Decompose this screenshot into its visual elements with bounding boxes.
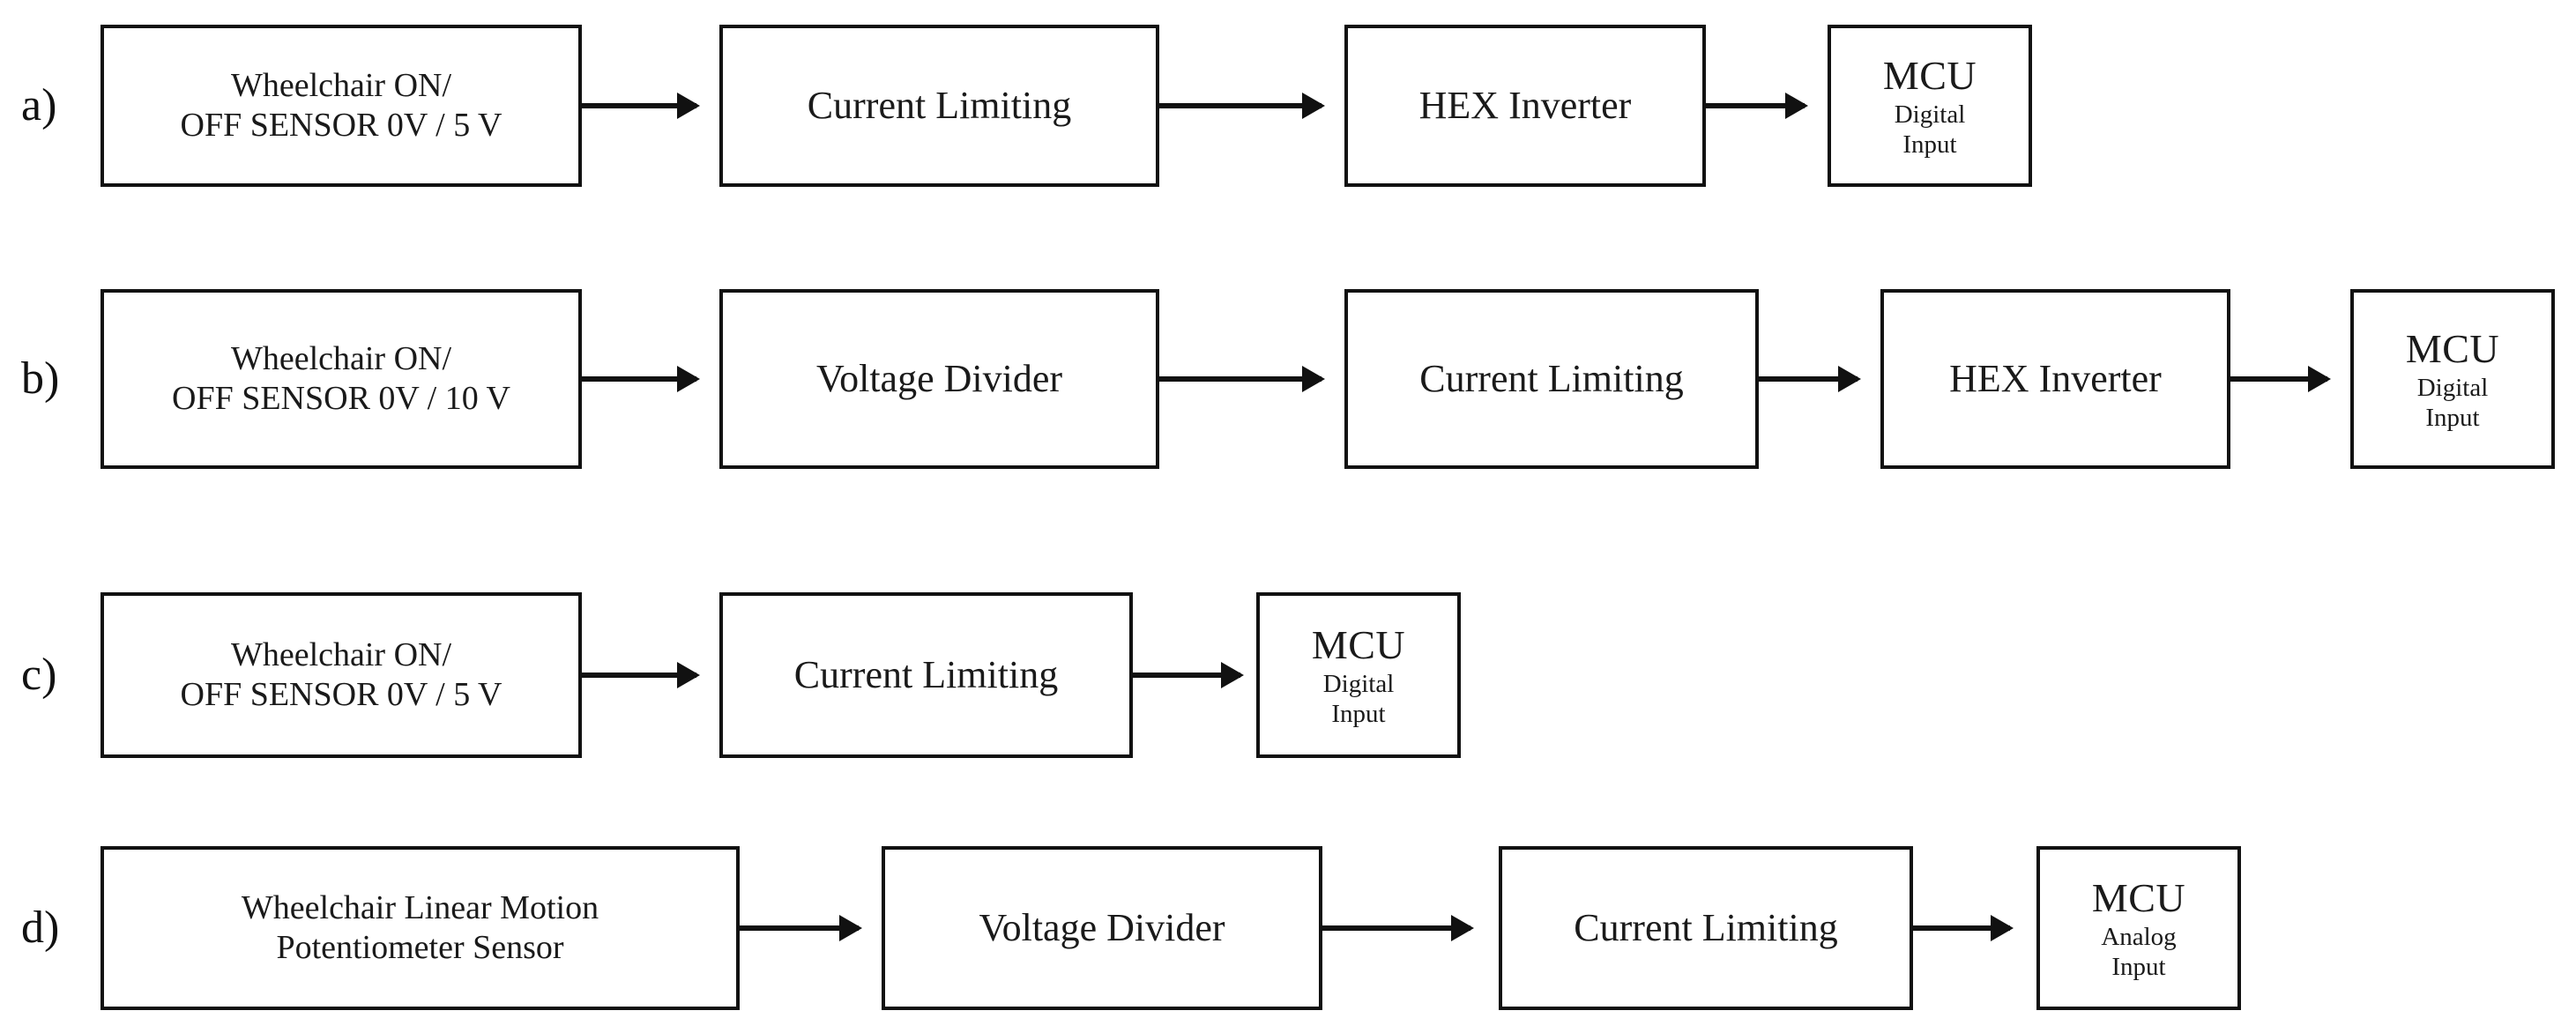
block-a-mcu-title: MCU [1882,52,1977,98]
block-a-sensor-line-2: OFF SENSOR 0V / 5 V [180,107,503,144]
arrow-c-1 [582,673,696,678]
arrow-b-3 [1759,376,1858,382]
arrow-d-2 [1322,925,1470,931]
block-a-sensor-line-1: Wheelchair ON/ [230,67,452,105]
block-a-current-limiting-label: Current Limiting [807,84,1072,128]
block-d-mcu-sub-1: Analog [2101,922,2177,951]
block-a-hex-inverter-label: HEX Inverter [1418,84,1632,128]
block-c-mcu-sub-1: Digital [1322,669,1395,698]
row-label-d: d) [21,903,60,953]
block-b-mcu-sub-2: Input [2425,404,2480,433]
block-b-mcu-sub-1: Digital [2416,373,2489,402]
diagram-row-a: a) Wheelchair ON/ OFF SENSOR 0V / 5 V Cu… [0,25,2576,187]
block-c-sensor-line-1: Wheelchair ON/ [230,636,452,674]
arrow-b-2 [1159,376,1322,382]
row-label-a: a) [21,80,57,130]
diagram-row-b: b) Wheelchair ON/ OFF SENSOR 0V / 10 V V… [0,289,2576,469]
block-a-mcu: MCU Digital Input [1828,25,2032,187]
row-label-b: b) [21,353,60,404]
block-d-mcu: MCU Analog Input [2036,846,2241,1010]
diagram-row-c: c) Wheelchair ON/ OFF SENSOR 0V / 5 V Cu… [0,592,2576,758]
arrow-a-2 [1159,103,1322,108]
arrow-d-3 [1913,925,2010,931]
block-d-voltage-divider-label: Voltage Divider [979,906,1225,950]
arrow-b-1 [582,376,696,382]
block-c-mcu: MCU Digital Input [1256,592,1461,758]
block-b-sensor: Wheelchair ON/ OFF SENSOR 0V / 10 V [101,289,582,469]
block-a-sensor: Wheelchair ON/ OFF SENSOR 0V / 5 V [101,25,582,187]
row-label-c: c) [21,650,57,700]
block-c-sensor-line-2: OFF SENSOR 0V / 5 V [180,676,503,713]
block-d-current-limiting: Current Limiting [1499,846,1913,1010]
block-a-mcu-sub-1: Digital [1894,100,1966,129]
block-c-mcu-sub-2: Input [1331,700,1386,729]
block-a-current-limiting: Current Limiting [719,25,1159,187]
block-b-mcu-title: MCU [2405,325,2500,371]
block-b-sensor-line-2: OFF SENSOR 0V / 10 V [172,380,510,417]
block-b-hex-inverter-label: HEX Inverter [1949,357,2162,401]
block-b-mcu: MCU Digital Input [2350,289,2555,469]
block-b-voltage-divider-label: Voltage Divider [815,357,1063,401]
block-a-hex-inverter: HEX Inverter [1344,25,1706,187]
block-d-sensor-line-1: Wheelchair Linear Motion [241,889,599,927]
block-c-current-limiting-label: Current Limiting [793,653,1059,697]
arrow-c-2 [1133,673,1240,678]
block-b-voltage-divider: Voltage Divider [719,289,1159,469]
block-b-sensor-line-1: Wheelchair ON/ [230,340,452,378]
diagram-row-d: d) Wheelchair Linear Motion Potentiomete… [0,846,2576,1010]
block-d-voltage-divider: Voltage Divider [882,846,1322,1010]
block-b-current-limiting: Current Limiting [1344,289,1759,469]
arrow-b-4 [2230,376,2327,382]
block-d-mcu-title: MCU [2091,874,2186,920]
arrow-a-3 [1706,103,1805,108]
block-d-sensor: Wheelchair Linear Motion Potentiometer S… [101,846,740,1010]
block-b-current-limiting-label: Current Limiting [1419,357,1684,401]
block-d-sensor-line-2: Potentiometer Sensor [276,929,564,966]
block-a-mcu-sub-2: Input [1902,130,1957,160]
block-b-hex-inverter: HEX Inverter [1880,289,2230,469]
block-c-current-limiting: Current Limiting [719,592,1133,758]
block-c-sensor: Wheelchair ON/ OFF SENSOR 0V / 5 V [101,592,582,758]
block-d-current-limiting-label: Current Limiting [1574,906,1838,950]
block-d-mcu-sub-2: Input [2111,953,2166,982]
arrow-a-1 [582,103,696,108]
block-c-mcu-title: MCU [1311,621,1406,667]
arrow-d-1 [740,925,859,931]
